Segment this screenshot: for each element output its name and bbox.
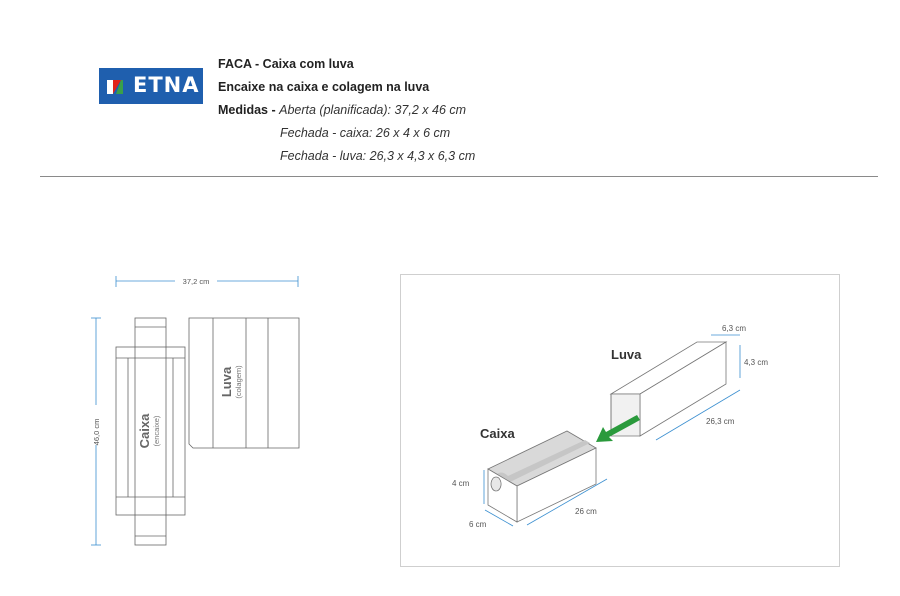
logo-text: ETNA [133, 73, 200, 97]
luva-dim-width: 6,3 cm [722, 324, 746, 333]
divider [40, 176, 878, 177]
luva-dieline-sub: (colagem) [234, 365, 243, 399]
etna-logo-mark [107, 80, 123, 94]
luva-dim-length: 26,3 cm [706, 417, 735, 426]
assembly-panel [400, 274, 840, 567]
medidas-caixa: Fechada - caixa: 26 x 4 x 6 cm [280, 126, 451, 140]
assembly-dims [483, 334, 741, 527]
dieline-drawing: 37,2 cm 46,0 cm Caixa (encaixe) Luva (co… [91, 276, 300, 546]
luva-3d [609, 341, 728, 437]
caixa-dieline [115, 317, 186, 546]
etna-logo: ETNA [99, 68, 203, 104]
medidas-aberta: Aberta (planificada): 37,2 x 46 cm [279, 103, 467, 117]
height-dim-label: 46,0 cm [92, 419, 101, 446]
caixa-dim-width: 6 cm [469, 520, 487, 529]
medidas-luva: Fechada - luva: 26,3 x 4,3 x 6,3 cm [280, 149, 476, 163]
caixa-dieline-label: Caixa [137, 413, 152, 448]
luva-dieline-label: Luva [219, 366, 234, 397]
luva-3d-label: Luva [611, 347, 642, 362]
caixa-3d [487, 430, 597, 523]
caixa-dim-height: 4 cm [452, 479, 470, 488]
luva-dieline [188, 317, 300, 449]
medidas-line: Medidas - Aberta (planificada): 37,2 x 4… [218, 102, 466, 118]
caixa-dieline-sub: (encaixe) [152, 415, 161, 446]
width-dim-label: 37,2 cm [183, 277, 210, 286]
assembly-drawing: 6,3 cm 4,3 cm 26,3 cm 4 cm 6 cm 26 cm Lu… [452, 324, 768, 529]
title-line-1: FACA - Caixa com luva [218, 57, 354, 71]
caixa-dim-length: 26 cm [575, 507, 597, 516]
caixa-3d-label: Caixa [480, 426, 515, 441]
medidas-label: Medidas - [218, 103, 280, 117]
title-line-2: Encaixe na caixa e colagem na luva [218, 80, 430, 94]
insert-arrow [596, 415, 640, 442]
luva-dim-height: 4,3 cm [744, 358, 768, 367]
